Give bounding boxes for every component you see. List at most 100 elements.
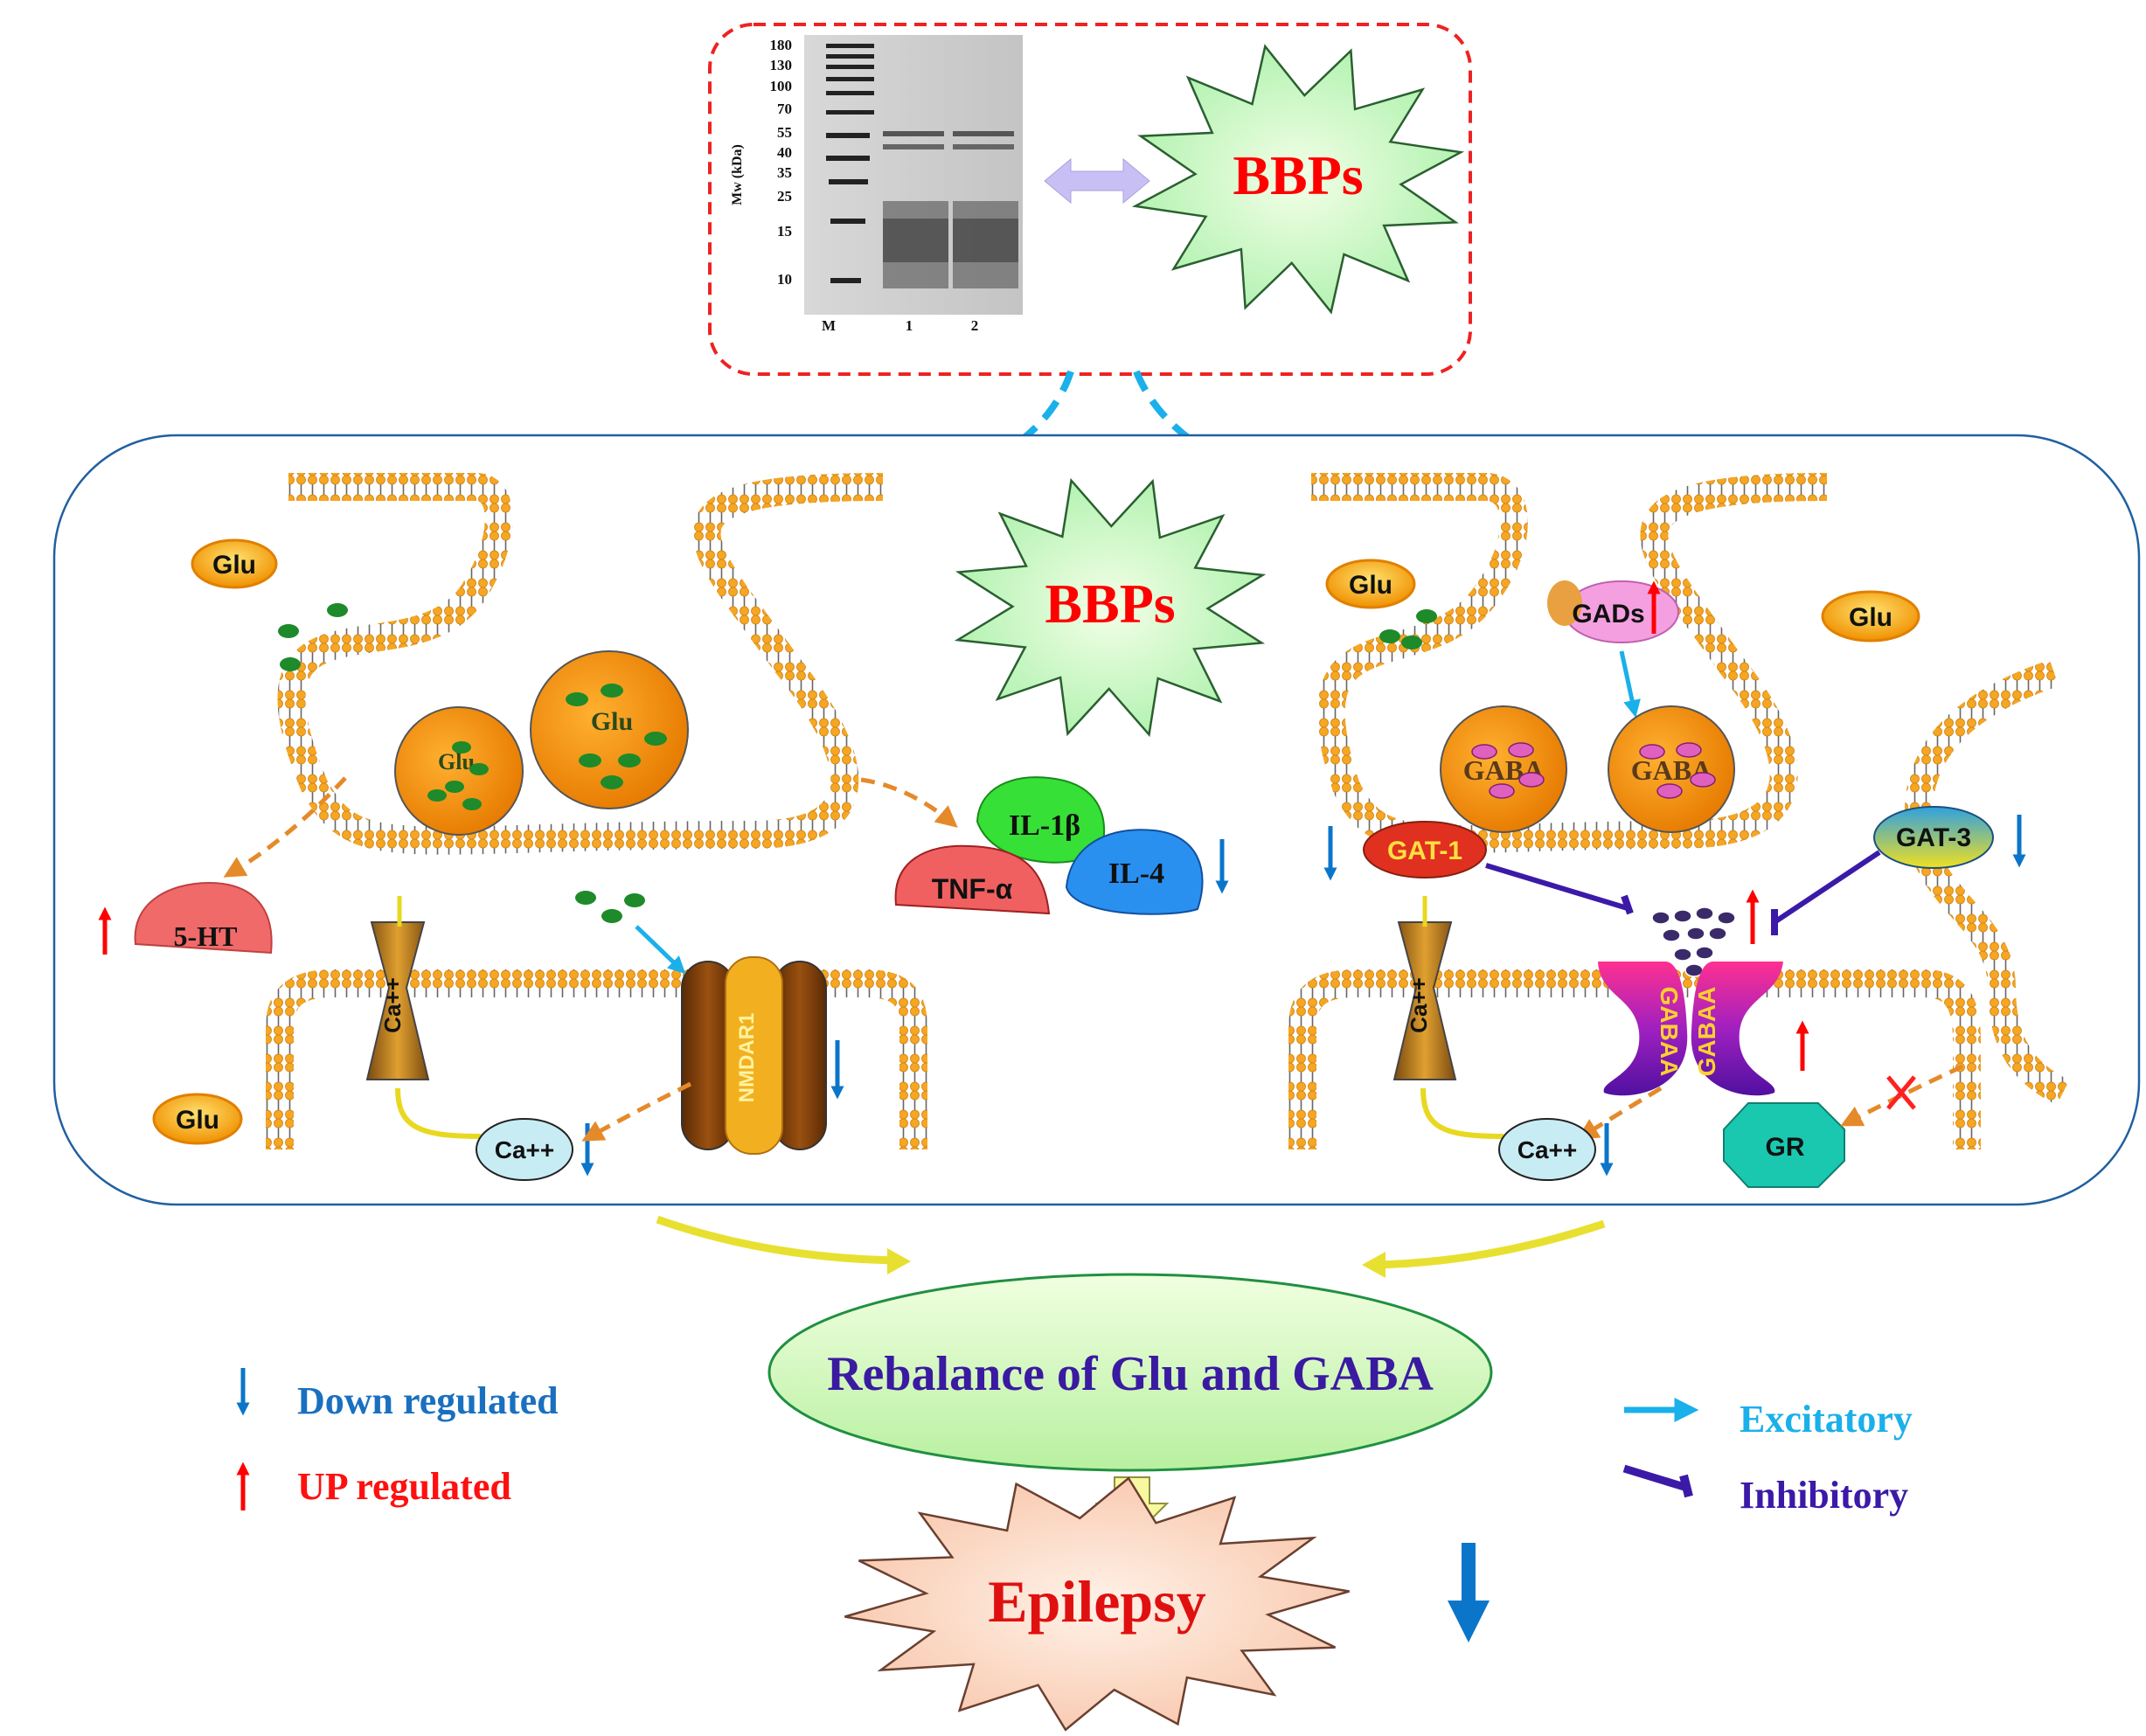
svg-text:GAT-1: GAT-1 [1387, 837, 1462, 865]
svg-text:GABAA: GABAA [1693, 987, 1720, 1077]
cytokine-il4: IL-4 [1065, 829, 1204, 915]
svg-text:IL-4: IL-4 [1108, 858, 1164, 890]
svg-text:Glu: Glu [1349, 571, 1392, 600]
left-presynaptic-membrane [277, 473, 884, 855]
lane-m: M [822, 317, 836, 334]
channel-ca-flow-right [1420, 1087, 1504, 1139]
svg-text:GR: GR [1766, 1133, 1805, 1162]
bbps-label-top: BBPs [1233, 144, 1363, 206]
gabaa-to-calcium-arrow [1576, 1086, 1663, 1140]
bbps-label-center: BBPs [1045, 573, 1175, 635]
channel-ca-flow-left [395, 1087, 482, 1139]
glu-vesicle-2: Glu [530, 650, 689, 809]
gads-enzyme: GADs [1547, 580, 1679, 643]
gel-axis-label: Mw (kDa) [730, 144, 745, 205]
glu-molecules-right [1379, 609, 1437, 649]
epilepsy-star: Epilepsy [844, 1476, 1350, 1732]
gads-to-gaba-arrow [1619, 650, 1641, 718]
glu-vesicle-1: Glu [394, 706, 524, 836]
left-arrow-head [887, 1248, 911, 1274]
left-postsynaptic-membrane [266, 969, 927, 1149]
right-postsynaptic-membrane [1288, 969, 1981, 1149]
svg-text:Ca++: Ca++ [1517, 1136, 1578, 1163]
left-to-rebalance-arrow [656, 1215, 901, 1265]
svg-text:GADs: GADs [1572, 600, 1644, 628]
gel-marker-labels: 180 130 100 70 55 40 35 25 15 10 [770, 37, 793, 288]
nmdar1-receptor: NMDAR1 [681, 956, 827, 1155]
serotonin-blob: 5-HT [134, 881, 273, 955]
cytokine-tnfa: TNF-α [894, 844, 1051, 915]
glu-badge-right-2: Glu [1821, 590, 1920, 642]
calcium-ion-left: Ca++ [476, 1118, 573, 1181]
marker-25: 25 [777, 188, 792, 205]
gat1-inhibit-bar [1621, 894, 1634, 915]
svg-text:Glu: Glu [176, 1106, 219, 1135]
svg-text:Glu: Glu [1849, 603, 1893, 632]
legend-down-label: Down regulated [297, 1379, 559, 1422]
block-x-icon [1886, 1075, 1916, 1110]
glucocorticoid-receptor: GR [1723, 1102, 1845, 1188]
calcium-channel-left: Ca++ [365, 921, 430, 1080]
svg-text:Ca++: Ca++ [1406, 977, 1432, 1033]
gel-ladder [826, 44, 874, 283]
svg-text:Glu: Glu [591, 707, 633, 736]
calcium-ion-right: Ca++ [1498, 1118, 1596, 1181]
gaba-vesicle-1: GABA [1440, 705, 1567, 833]
svg-text:Glu: Glu [438, 749, 475, 774]
marker-130: 130 [770, 57, 793, 73]
gr-blocked-arrow [1840, 1064, 1964, 1127]
astrocyte-membrane [1904, 659, 2070, 1106]
bbps-star-center: BBPs [954, 477, 1267, 738]
svg-text:IL-1β: IL-1β [1009, 809, 1080, 842]
glu-to-nmdar-arrow [635, 925, 686, 975]
gat3-inhibit-line [1773, 850, 1881, 925]
vesicle-to-5ht-arrow [223, 776, 347, 878]
glu-badge-left-bottom: Glu [152, 1093, 243, 1145]
gel-sample-lanes [883, 131, 1018, 288]
marker-55: 55 [777, 124, 792, 141]
marker-40: 40 [777, 144, 792, 161]
svg-text:GAT-3: GAT-3 [1896, 823, 1971, 852]
marker-100: 100 [770, 78, 793, 94]
lane-1: 1 [906, 317, 913, 334]
gaba-vesicle-2: GABA [1608, 705, 1735, 833]
legend-inhibitory-bar-icon [1679, 1474, 1693, 1498]
legend-up-label: UP regulated [297, 1465, 511, 1508]
svg-text:Ca++: Ca++ [379, 977, 406, 1033]
glu-molecules-left [278, 603, 645, 923]
legend-inhibitory-label: Inhibitory [1740, 1474, 1908, 1517]
glu-badge-right-1: Glu [1325, 559, 1416, 609]
svg-text:GABAA: GABAA [1656, 987, 1683, 1077]
bbps-to-left-arrow [958, 370, 1074, 478]
marker-15: 15 [777, 223, 792, 240]
rebalance-oval: Rebalance of Glu and GABA [767, 1273, 1493, 1472]
lane-2: 2 [971, 317, 979, 334]
right-to-rebalance-arrow [1372, 1219, 1606, 1269]
marker-180: 180 [770, 37, 793, 53]
svg-text:TNF-α: TNF-α [932, 873, 1013, 905]
gat1-transporter: GAT-1 [1363, 821, 1487, 878]
legend-inhibitory-line-icon [1622, 1464, 1689, 1492]
cytokine-il1b: IL-1β [976, 776, 1105, 864]
gel-panel-border [708, 23, 1472, 376]
legend-excitatory-label: Excitatory [1740, 1398, 1913, 1441]
marker-10: 10 [777, 271, 792, 288]
right-arrow-head [1362, 1252, 1386, 1278]
glu-badge-left-top: Glu [191, 538, 278, 589]
svg-text:Epilepsy: Epilepsy [988, 1568, 1205, 1635]
gat3-transporter: GAT-3 [1873, 806, 1994, 869]
gabaa-receptor: GABAA GABAA [1598, 962, 1783, 1096]
marker-70: 70 [777, 101, 792, 117]
svg-text:5-HT: 5-HT [174, 920, 238, 952]
marker-35: 35 [777, 164, 792, 181]
bbps-star-top: BBPs [1131, 44, 1465, 315]
svg-text:Rebalance of Glu and GABA: Rebalance of Glu and GABA [827, 1347, 1434, 1401]
gel-lane-labels: M 1 2 [822, 317, 978, 334]
double-arrow-icon [1044, 157, 1150, 205]
gat1-inhibit-line [1485, 863, 1631, 912]
svg-text:NMDAR1: NMDAR1 [735, 1013, 759, 1103]
membrane-to-cytokine-arrow [860, 777, 958, 828]
calcium-channel-right: Ca++ [1392, 921, 1457, 1080]
svg-text:Glu: Glu [212, 551, 256, 580]
